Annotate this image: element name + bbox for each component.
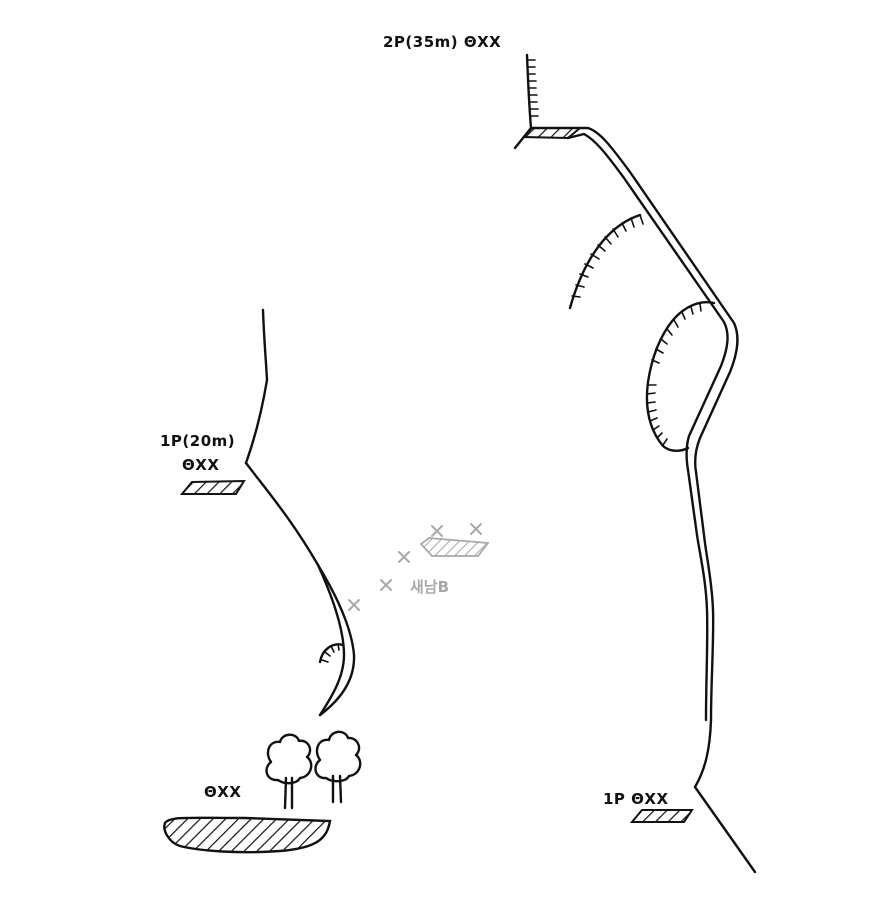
- left-route-lower-line: [244, 461, 320, 567]
- left-flake-outer-line: [316, 563, 356, 717]
- right-overhang-arc: [568, 213, 642, 310]
- left-flake-inner-line: [316, 563, 346, 717]
- right-2p-label: 2P(35m) ΘXX: [383, 33, 501, 51]
- tree-icon: [314, 730, 362, 804]
- unfinished-route-label: 새남B: [410, 578, 449, 596]
- right-overhang-arc-ticks: [571, 214, 644, 298]
- left-1p-label-line1: 1P(20m): [160, 432, 235, 450]
- right-1p-label: 1P ΘXX: [603, 790, 669, 808]
- left-1p-label-line2: ΘXX: [182, 456, 219, 474]
- unfinished-anchor-ledge: [419, 537, 490, 557]
- right-route-inner-line: [566, 132, 729, 722]
- left-base-ledge: [163, 816, 332, 854]
- right-flake-ticks: [646, 303, 702, 446]
- left-route-upper-line: [244, 308, 269, 465]
- right-flake-outline: [645, 301, 716, 452]
- right-top-wall: [525, 53, 533, 130]
- left-small-overhang: [318, 643, 345, 664]
- left-1p-anchor-ledge: [179, 479, 246, 495]
- tree-icon: [265, 733, 313, 810]
- unfinished-route-bolts: [348, 523, 482, 611]
- right-route-base-line: [693, 785, 757, 874]
- right-route-outer-line: [529, 126, 739, 789]
- right-top-wall-ticks: [527, 59, 539, 117]
- right-1p-anchor-ledge: [629, 809, 694, 823]
- left-base-label: ΘXX: [204, 783, 241, 801]
- left-small-overhang-ticks: [321, 643, 340, 663]
